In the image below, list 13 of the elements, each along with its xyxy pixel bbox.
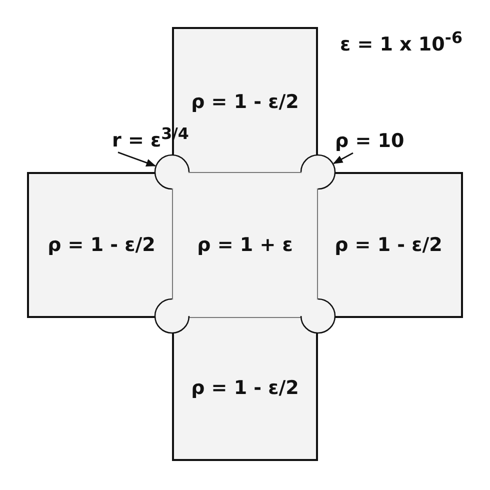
annotation-text: ρ = 10 xyxy=(335,130,404,152)
density-label: ρ = 1 - ε/2 xyxy=(334,234,442,256)
density-label: ρ = 1 + ε xyxy=(197,234,293,256)
domain-region xyxy=(172,316,318,461)
density-label: ρ = 1 - ε/2 xyxy=(191,90,299,112)
density-label: ρ = 1 - ε/2 xyxy=(191,376,299,398)
parameter-note: ε = 1 x 10$^{-6}$ xyxy=(340,28,462,56)
domain-region xyxy=(172,172,318,318)
leader-arrow xyxy=(332,152,354,164)
density-label: ρ = 1 - ε/2 xyxy=(48,234,156,256)
domain-region xyxy=(316,172,463,318)
domain-region xyxy=(27,172,174,318)
leader-arrow xyxy=(118,152,156,166)
